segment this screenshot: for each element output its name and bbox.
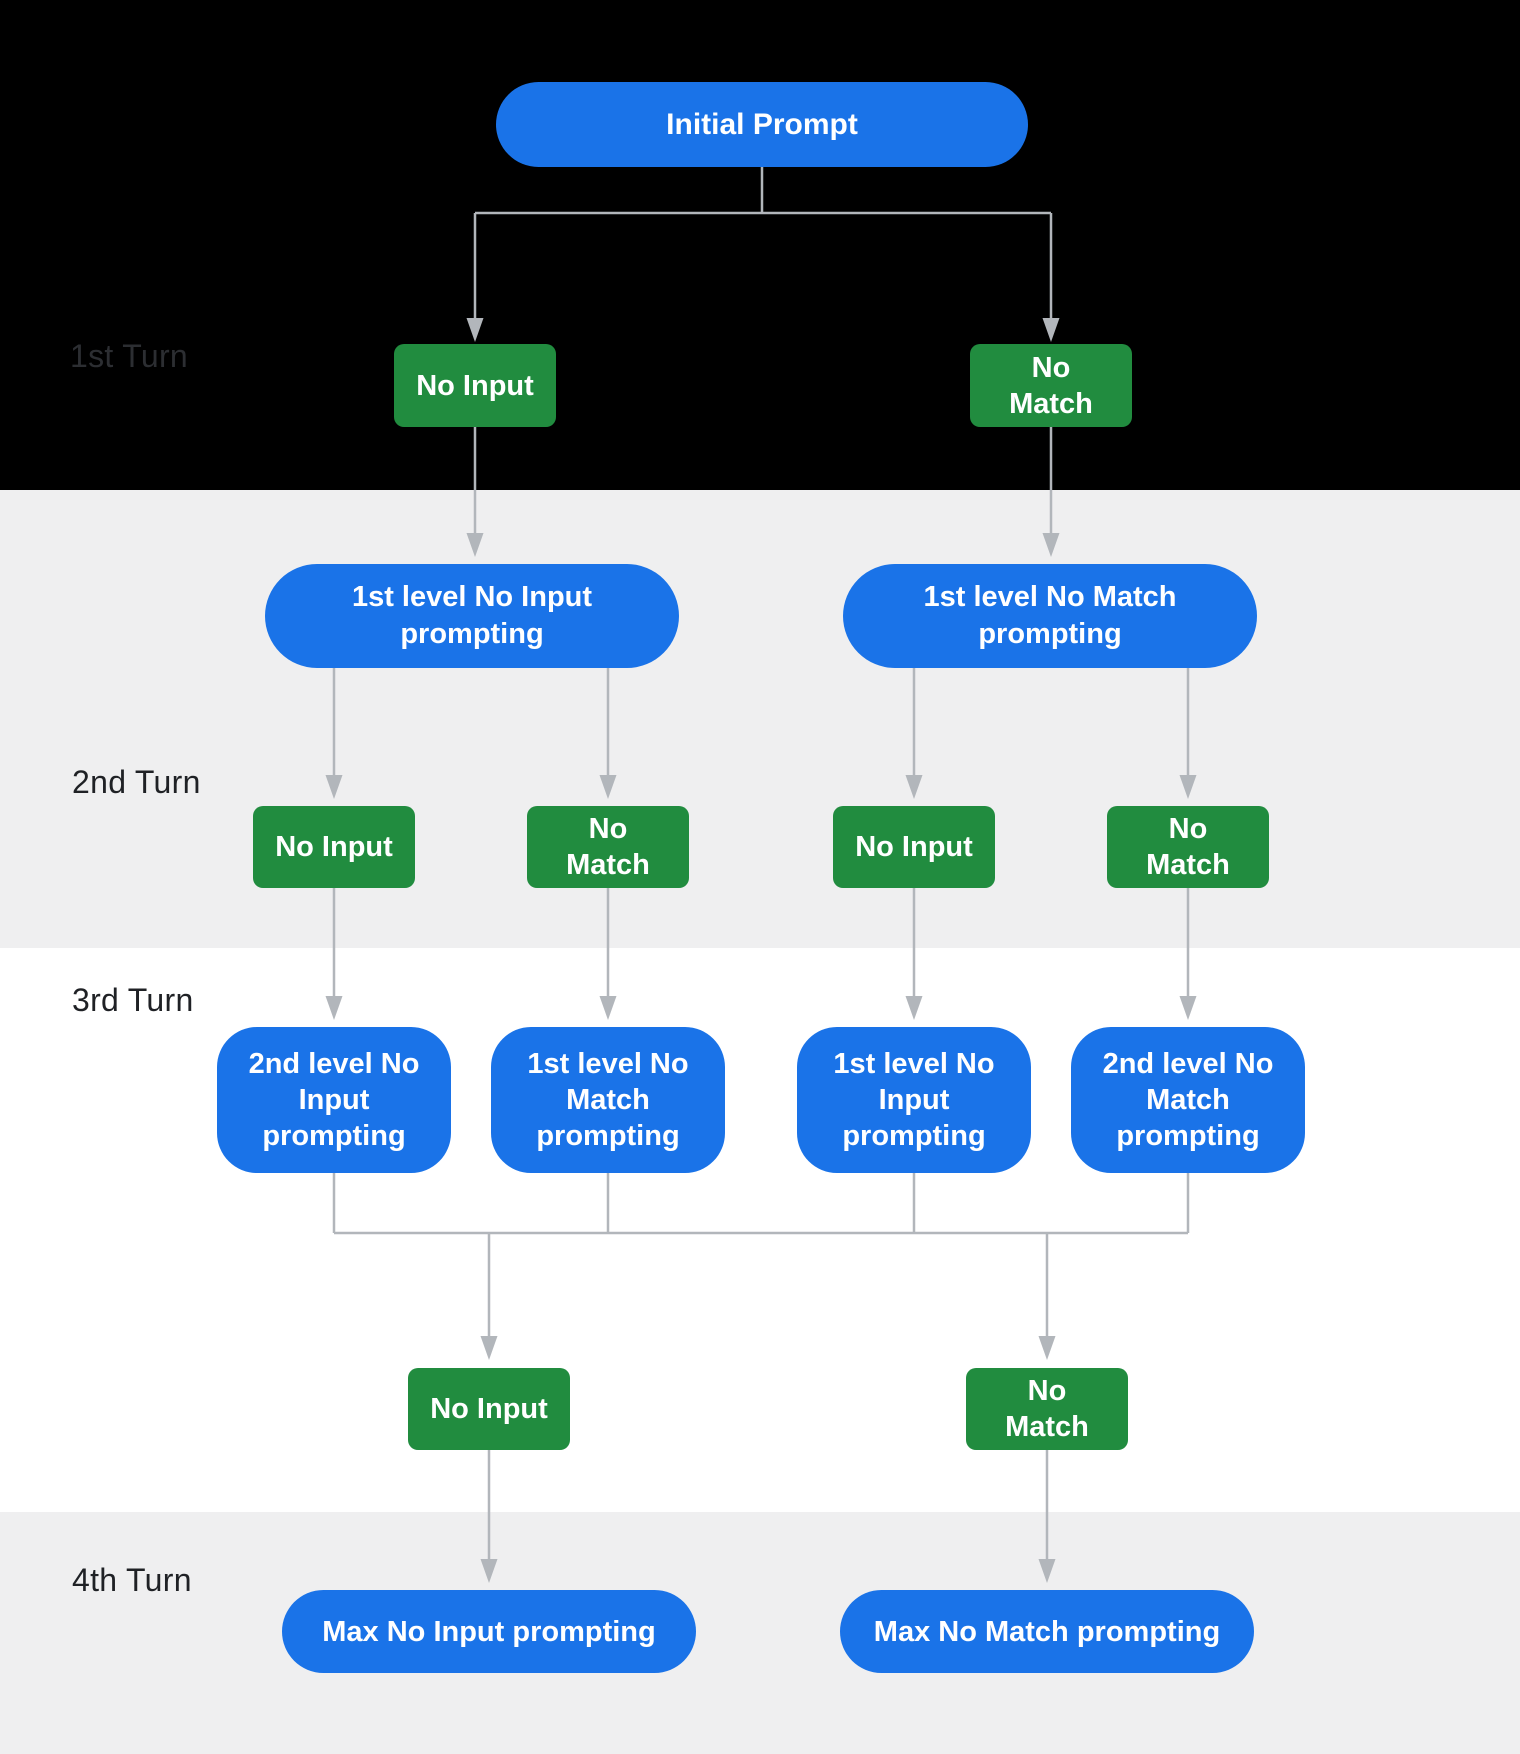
node-turn2-no-match-d: No Match bbox=[1107, 806, 1269, 888]
turn-label-4th: 4th Turn bbox=[72, 1562, 192, 1598]
section-turn4-background bbox=[0, 1512, 1520, 1754]
node-turn2-no-input-a: No Input bbox=[253, 806, 415, 888]
node-initial-prompt: Initial Prompt bbox=[496, 82, 1028, 167]
section-turn1-background bbox=[0, 0, 1520, 490]
node-level2-no-match-prompting: 2nd level No Match prompting bbox=[1071, 1027, 1305, 1173]
node-level1-no-match-prompting: 1st level No Match prompting bbox=[843, 564, 1257, 668]
node-turn1-no-input: No Input bbox=[394, 344, 556, 427]
node-level1-no-input-prompting: 1st level No Input prompting bbox=[265, 564, 679, 668]
node-level1-no-match-prompting-2: 1st level No Match prompting bbox=[491, 1027, 725, 1173]
turn-label-1st: 1st Turn bbox=[70, 338, 189, 374]
node-max-no-input-prompting: Max No Input prompting bbox=[282, 1590, 696, 1673]
turn-label-2nd: 2nd Turn bbox=[72, 764, 201, 800]
turn-label-3rd: 3rd Turn bbox=[72, 982, 194, 1018]
node-turn2-no-input-c: No Input bbox=[833, 806, 995, 888]
node-level2-no-input-prompting: 2nd level No Input prompting bbox=[217, 1027, 451, 1173]
node-turn3-no-match: No Match bbox=[966, 1368, 1128, 1450]
node-turn2-no-match-b: No Match bbox=[527, 806, 689, 888]
node-level1-no-input-prompting-2: 1st level No Input prompting bbox=[797, 1027, 1031, 1173]
node-turn3-no-input: No Input bbox=[408, 1368, 570, 1450]
node-turn1-no-match: No Match bbox=[970, 344, 1132, 427]
node-max-no-match-prompting: Max No Match prompting bbox=[840, 1590, 1254, 1673]
arrowheads bbox=[325, 318, 1197, 1583]
